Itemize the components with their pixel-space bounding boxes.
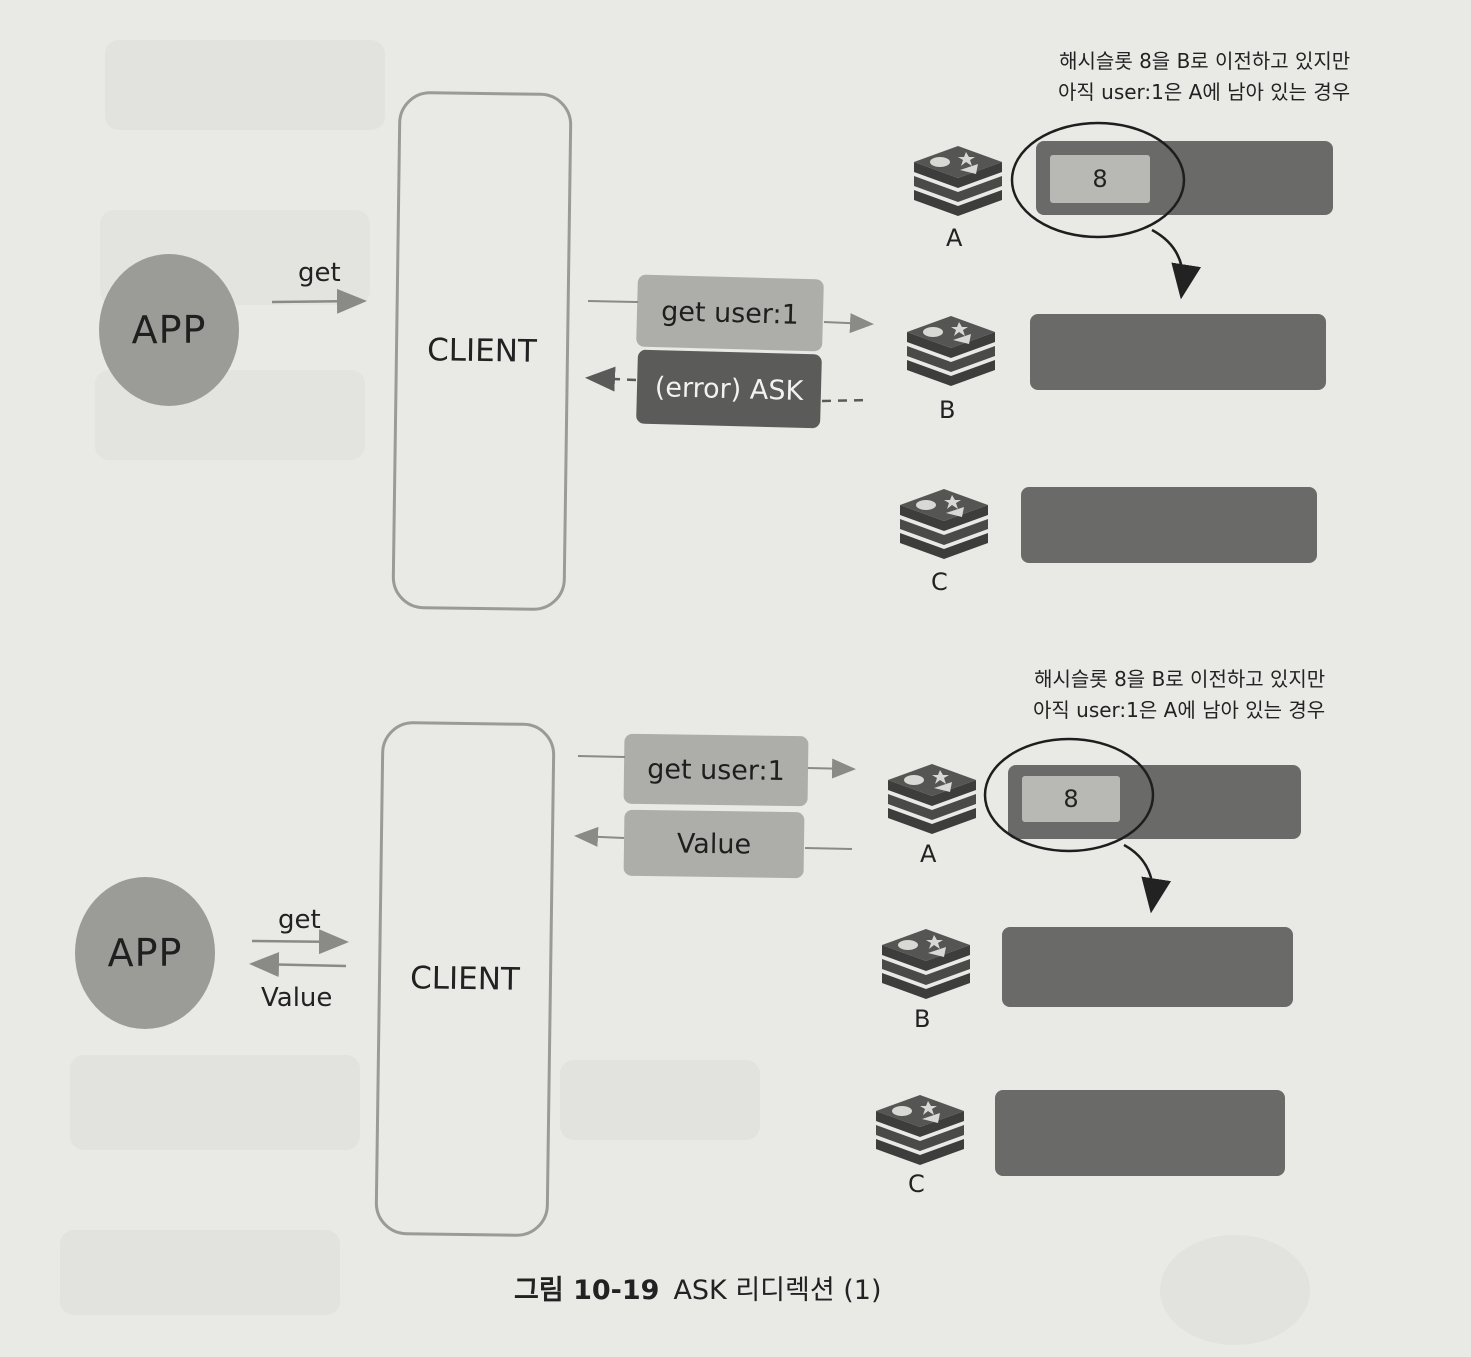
request-arrow-right [807, 758, 856, 779]
node-c-label: C [931, 568, 948, 596]
migration-note: 해시슬롯 8을 B로 이전하고 있지만 아직 user:1은 A에 남아 있는 … [1033, 664, 1325, 726]
redis-node-a-icon [888, 764, 976, 834]
figure-caption: 그림 10-19 ASK 리디렉션 (1) [514, 1268, 882, 1307]
ask-dashed-right [821, 398, 871, 403]
bleed-through-shape [60, 1230, 340, 1315]
hash-slot-8: 8 [1050, 155, 1150, 203]
note-line-2: 아직 user:1은 A에 남아 있는 경우 [1033, 698, 1326, 722]
bleed-through-shape [1160, 1235, 1310, 1345]
app-circle: APP [99, 254, 239, 406]
node-c-bar [1021, 487, 1317, 563]
app-value-label: Value [261, 983, 333, 1013]
node-b-bar [1002, 927, 1293, 1007]
caption-title: ASK 리디렉션 (1) [673, 1275, 882, 1306]
note-line-1: 해시슬롯 8을 B로 이전하고 있지만 [1034, 667, 1326, 691]
value-arrow-left [574, 826, 625, 847]
migration-arrow [1123, 843, 1171, 914]
request-line-left [577, 755, 626, 758]
redis-node-c-icon [876, 1095, 964, 1165]
request-line-left [587, 300, 639, 303]
node-c-bar [995, 1090, 1285, 1176]
migration-arrow [1151, 228, 1201, 300]
node-a-label: A [946, 224, 963, 252]
redis-node-a-icon [914, 146, 1002, 216]
node-c-label: C [908, 1170, 925, 1198]
app-label: APP [107, 931, 183, 975]
bleed-through-shape [105, 40, 385, 130]
node-b-bar [1030, 314, 1326, 390]
note-line-1: 해시슬롯 8을 B로 이전하고 있지만 [1059, 49, 1351, 73]
node-a-label: A [920, 840, 937, 868]
note-line-2: 아직 user:1은 A에 남아 있는 경우 [1058, 80, 1351, 104]
hash-slot-label: 8 [1063, 785, 1079, 813]
caption-number: 그림 10-19 [514, 1275, 660, 1306]
redis-node-c-icon [900, 489, 988, 559]
migration-note: 해시슬롯 8을 B로 이전하고 있지만 아직 user:1은 A에 남아 있는 … [1058, 46, 1350, 108]
redis-node-b-icon [907, 316, 995, 386]
client-to-app-arrow [249, 952, 347, 978]
hash-slot-8: 8 [1022, 776, 1120, 822]
slot-highlight-circle [983, 737, 1155, 853]
app-get-label: get [298, 258, 341, 288]
app-to-client-arrow [271, 288, 367, 314]
app-get-label: get [278, 905, 321, 935]
hash-slot-label: 8 [1092, 165, 1108, 193]
app-circle: APP [75, 877, 215, 1029]
request-arrow-right [823, 313, 874, 334]
ask-dashed-left-arrow [585, 366, 637, 392]
redis-node-b-icon [882, 929, 970, 999]
bleed-through-shape [560, 1060, 760, 1140]
bleed-through-shape [70, 1055, 360, 1150]
node-b-label: B [914, 1005, 931, 1033]
app-to-client-arrow [251, 929, 349, 955]
app-label: APP [131, 308, 207, 352]
node-b-label: B [939, 396, 956, 424]
value-line-right [804, 847, 853, 850]
slot-highlight-circle [1010, 121, 1186, 239]
